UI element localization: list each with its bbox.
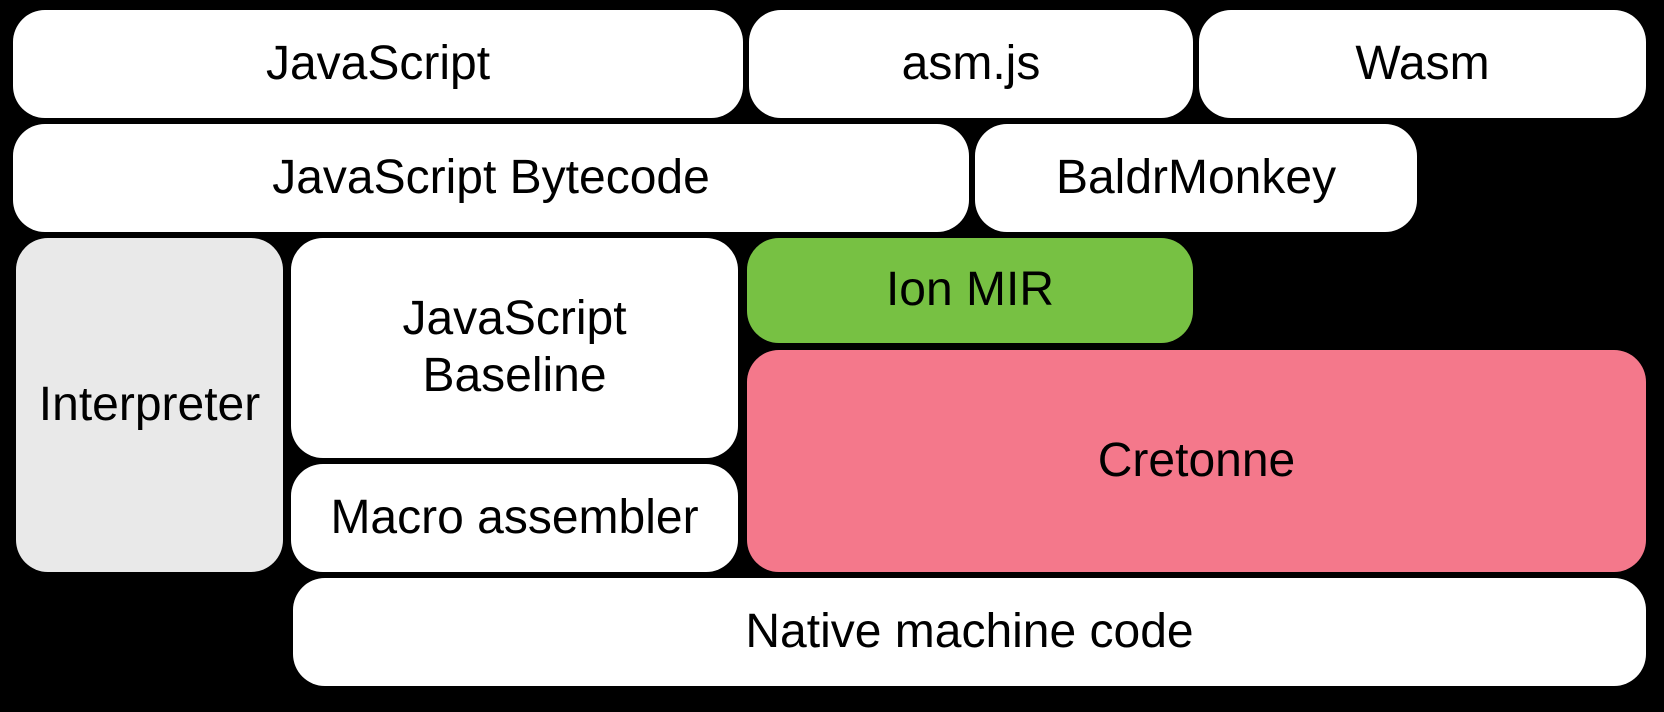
box-macro-assembler: Macro assembler (291, 464, 738, 572)
macro-assembler-label: Macro assembler (330, 490, 699, 544)
interpreter-label: Interpreter (38, 377, 261, 431)
box-javascript: JavaScript (13, 10, 743, 118)
native-machine-code-label: Native machine code (745, 604, 1194, 658)
wasm-label: Wasm (1355, 36, 1490, 90)
ion-mir-label: Ion MIR (885, 263, 1055, 317)
baldrmonkey-label: BaldrMonkey (1055, 150, 1337, 204)
box-javascript-baseline: JavaScript Baseline (291, 238, 738, 458)
cretonne-label: Cretonne (1097, 433, 1296, 487)
box-native-machine-code: Native machine code (293, 578, 1646, 686)
javascript-bytecode-label: JavaScript Bytecode (272, 150, 710, 204)
box-wasm: Wasm (1199, 10, 1646, 118)
javascript-label: JavaScript (265, 36, 491, 90)
box-asm-js: asm.js (749, 10, 1193, 118)
box-ion-mir: Ion MIR (747, 238, 1193, 343)
asm-js-label: asm.js (901, 36, 1041, 90)
box-baldrmonkey: BaldrMonkey (975, 124, 1417, 232)
box-javascript-bytecode: JavaScript Bytecode (13, 124, 969, 232)
box-cretonne: Cretonne (747, 350, 1646, 572)
javascript-baseline-label: JavaScript Baseline (402, 292, 627, 402)
box-interpreter: Interpreter (16, 238, 283, 572)
